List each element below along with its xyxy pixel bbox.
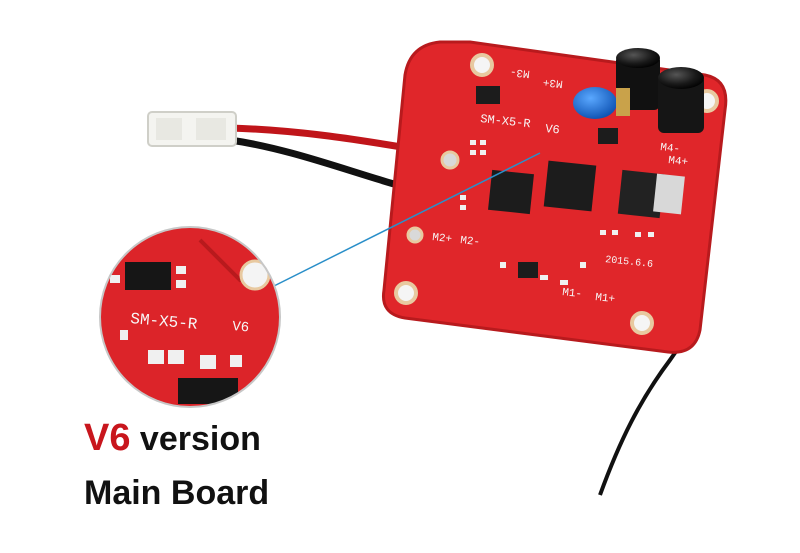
capacitors bbox=[573, 48, 704, 133]
ic-chips bbox=[476, 86, 685, 278]
silk-model: SM-X5-R bbox=[480, 112, 532, 131]
silk-m4-plus: M4+ bbox=[668, 155, 689, 169]
caption-version: version bbox=[130, 420, 261, 458]
silk-m2-plus: M2+ bbox=[432, 232, 453, 246]
smd-pads bbox=[460, 140, 654, 285]
pcb: SM-X5-R V6 M3- M3+ M4- M4+ M2+ M2- M1- M… bbox=[381, 40, 728, 354]
silk-m4-minus: M4- bbox=[660, 142, 681, 156]
silk-m3-plus: M3+ bbox=[542, 75, 563, 89]
caption-highlight: V6 bbox=[84, 417, 131, 459]
silk-date: 2015.6.6 bbox=[605, 255, 654, 271]
silk-m3-minus: M3- bbox=[509, 65, 530, 79]
mounting-holes bbox=[394, 53, 719, 335]
caption: V6 version Main Board bbox=[84, 418, 269, 513]
caption-line-2: Main Board bbox=[84, 474, 270, 512]
silk-m1-minus: M1- bbox=[562, 287, 583, 301]
silk-version: V6 bbox=[545, 122, 561, 137]
caption-line-1: V6 version bbox=[84, 418, 269, 459]
mag-silk-model: SM-X5-R bbox=[130, 310, 199, 334]
battery-connector bbox=[147, 111, 237, 147]
mag-silk-version: V6 bbox=[232, 319, 250, 336]
silk-m2-minus: M2- bbox=[460, 235, 481, 249]
leader-line bbox=[261, 152, 541, 293]
magnified-detail: SM-X5-R V6 bbox=[99, 226, 281, 408]
silk-m1-plus: M1+ bbox=[595, 292, 616, 306]
